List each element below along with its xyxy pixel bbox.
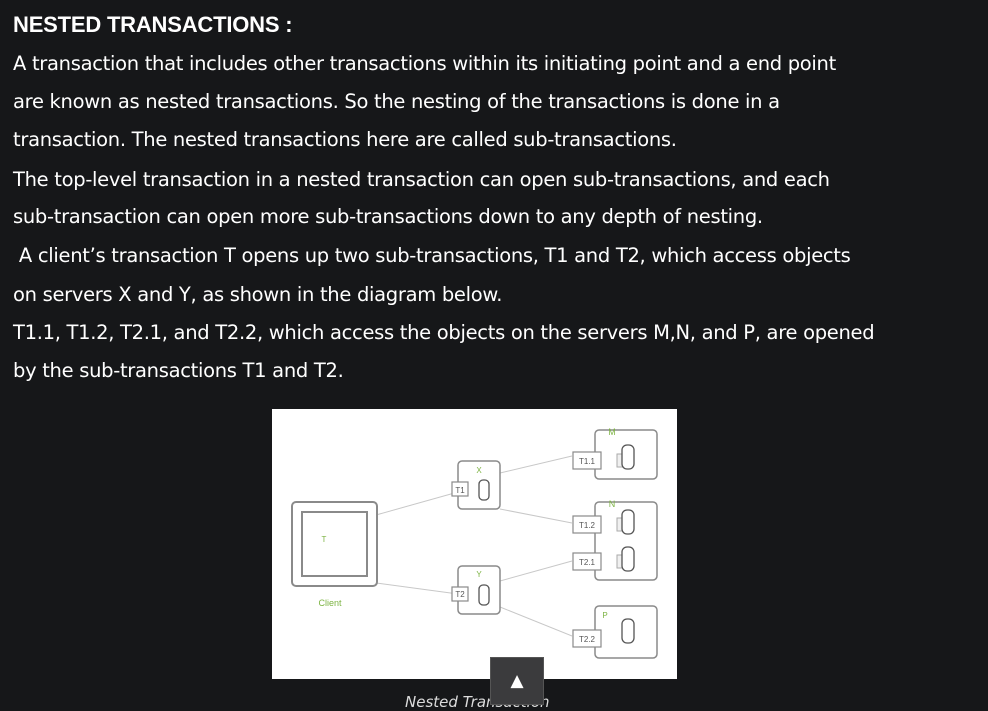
server-p-label: P xyxy=(602,611,607,620)
server-x-box xyxy=(451,460,501,510)
scroll-to-top-button[interactable]: ▲ xyxy=(490,657,544,705)
server-n-box xyxy=(572,501,658,581)
server-n-label: N xyxy=(609,499,616,509)
up-arrow-icon: ▲ xyxy=(510,671,524,691)
client-transaction-label: T xyxy=(322,535,327,544)
paragraph-line: The top-level transaction in a nested tr… xyxy=(13,168,830,191)
paragraph-line: by the sub-transactions T1 and T2. xyxy=(13,359,344,382)
client-box xyxy=(291,501,378,587)
nested-transaction-diagram: T Client X T1 Y T2 M T1.1 xyxy=(272,409,677,679)
server-m-box xyxy=(572,429,658,480)
t1-label: T1 xyxy=(455,486,465,495)
paragraph-line: T1.1, T1.2, T2.1, and T2.2, which access… xyxy=(13,321,875,344)
t2-label: T2 xyxy=(455,590,465,599)
paragraph-line: sub-transaction can open more sub-transa… xyxy=(13,205,763,228)
t21-label: T2.1 xyxy=(579,558,596,567)
article-heading: NESTED TRANSACTIONS : xyxy=(13,12,293,37)
client-label: Client xyxy=(318,598,342,608)
paragraph-line: A transaction that includes other transa… xyxy=(13,52,836,75)
paragraph-line: are known as nested transactions. So the… xyxy=(13,90,780,113)
t22-label: T2.2 xyxy=(579,635,596,644)
paragraph-line: A client’s transaction T opens up two su… xyxy=(13,244,851,267)
t12-label: T1.2 xyxy=(579,521,596,530)
server-y-box xyxy=(451,565,501,615)
t11-label: T1.1 xyxy=(579,457,596,466)
server-x-label: X xyxy=(476,466,482,475)
server-p-box xyxy=(572,605,658,659)
connector-lines xyxy=(375,455,617,640)
paragraph-line: on servers X and Y, as shown in the diag… xyxy=(13,283,503,306)
server-m-label: M xyxy=(608,427,616,437)
server-y-label: Y xyxy=(476,570,482,579)
paragraph-line: transaction. The nested transactions her… xyxy=(13,128,677,151)
